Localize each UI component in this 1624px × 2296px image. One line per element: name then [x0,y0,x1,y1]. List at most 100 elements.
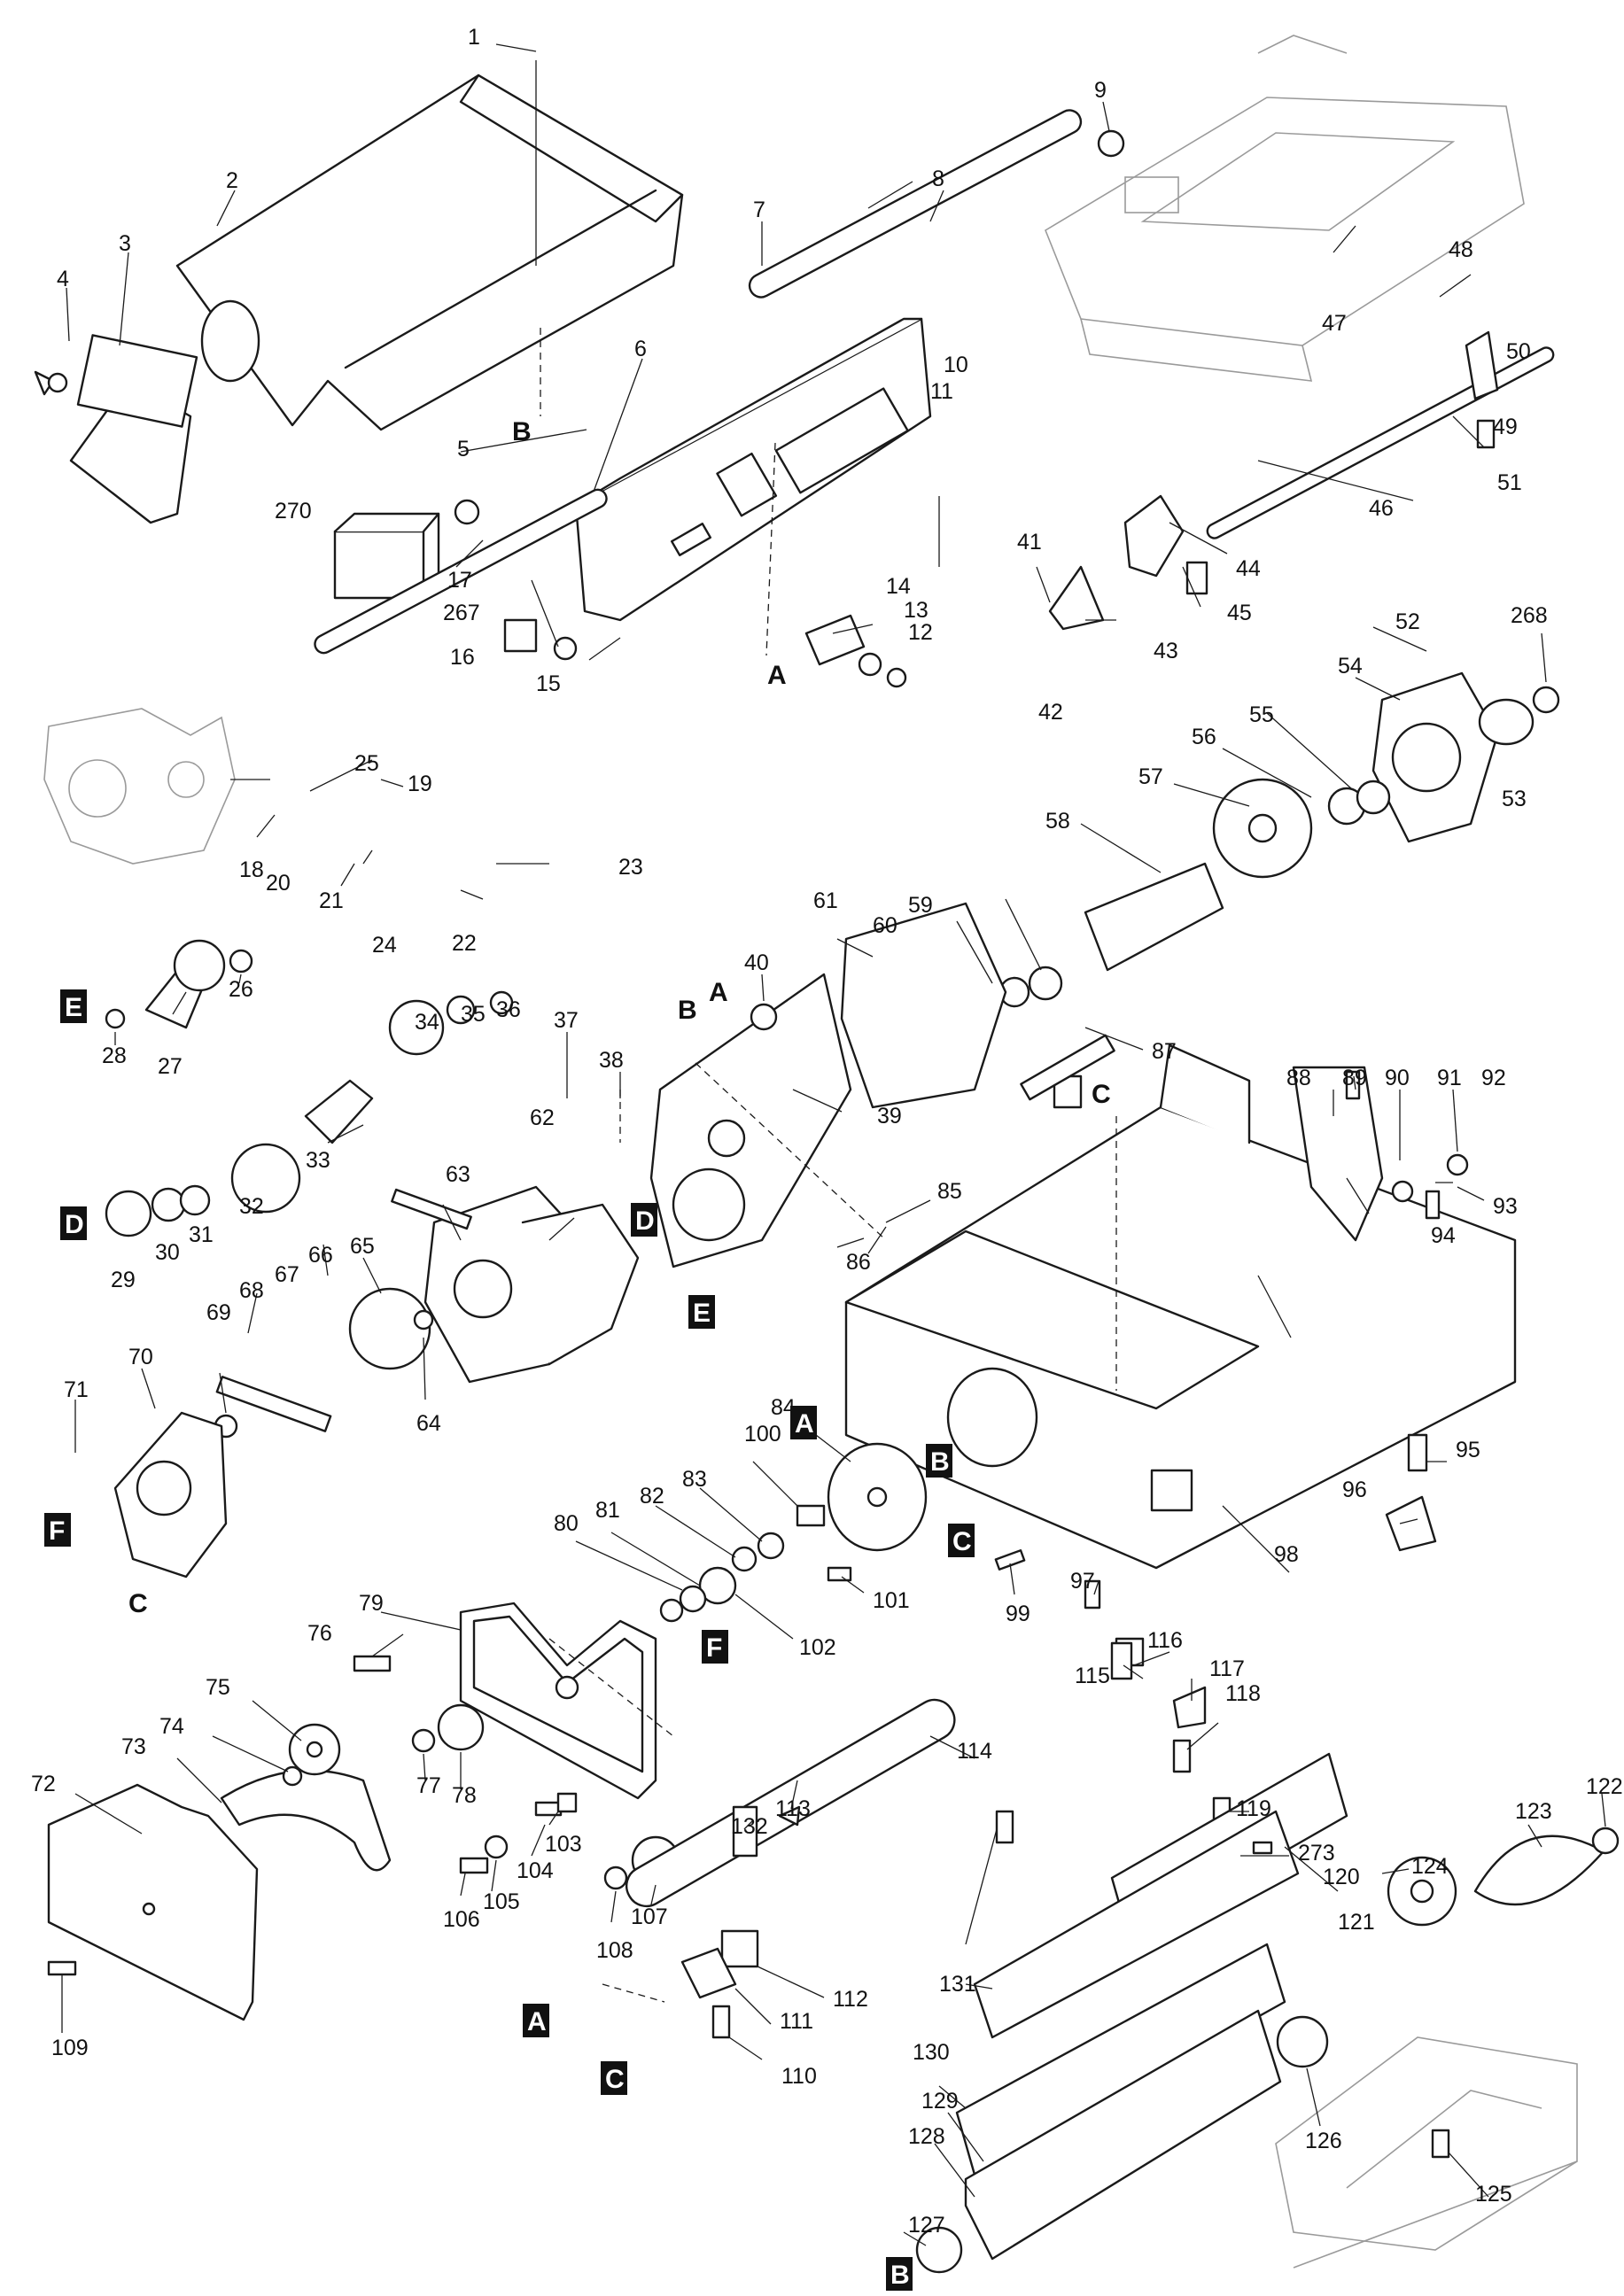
ghost-base-bottom-right [1275,2036,1578,2269]
part-number-label: 96 [1342,1478,1367,1502]
part-number-label: 13 [904,598,929,623]
part-number-label: 1 [468,25,480,50]
part-number-label: 94 [1431,1223,1456,1248]
part-number-label: 79 [359,1591,384,1616]
part-number-label: 72 [31,1772,56,1796]
section-tag-box [60,1206,87,1240]
flange-and-bearings [659,1442,928,1623]
section-tag: B [678,996,697,1025]
part-number-label: 65 [350,1234,375,1259]
part-number-label: 73 [121,1734,146,1759]
part-number-label: 3 [119,231,131,256]
part-number-label: 129 [921,2089,959,2114]
part-number-label: 52 [1395,609,1420,634]
part-number-label: 38 [599,1048,624,1073]
part-number-label: 66 [308,1243,333,1268]
part-number-label: 122 [1586,1774,1623,1799]
part-number-label: 42 [1038,700,1063,725]
part-number-label: 92 [1481,1066,1506,1090]
belt-cover [47,1783,259,2021]
part-number-label: 98 [1274,1542,1299,1567]
section-tag: E [65,993,82,1022]
part-number-label: 88 [1286,1066,1311,1090]
part-number-label: 29 [111,1268,136,1292]
part-number-labels: 1 2 3 4 5 6 7 8 9 10 11 12 13 14 15 16 1… [31,25,1623,2238]
part-number-label: 267 [443,601,480,625]
section-tag: A [767,661,787,690]
part-number-label: 110 [781,2064,817,2089]
pulley-and-belt [1387,1827,1620,2159]
part-number-label: 124 [1411,1854,1449,1879]
section-tag: B [890,2261,910,2290]
part-number-label: 60 [873,913,897,938]
part-number-label: 86 [846,1250,871,1275]
part-number-label: 107 [631,1904,668,1929]
part-number-label: 74 [159,1714,184,1739]
part-number-label: 2 [226,168,238,193]
section-tag-box [688,1295,715,1329]
part-number-label: 123 [1515,1799,1552,1824]
part-number-label: 268 [1511,603,1548,628]
feed-roller-lower-bracket [680,1805,801,2039]
part-number-label: 43 [1154,639,1178,663]
part-number-label: 121 [1338,1910,1375,1935]
part-number-label: 120 [1323,1865,1360,1889]
section-tag-box [702,1630,728,1664]
section-tag-box [44,1513,71,1547]
part-number-label: 113 [775,1796,811,1821]
part-number-label: 128 [908,2124,945,2149]
gear-plate [459,1602,657,1800]
part-number-label: 10 [944,353,968,377]
section-tag: F [706,1633,722,1663]
part-number-label: 70 [128,1345,153,1369]
part-number-label: 273 [1298,1841,1335,1866]
part-number-label: 108 [596,1938,633,1963]
section-tag: A [709,978,728,1007]
left-gear-train [105,939,514,1439]
part-number-label: 103 [545,1832,582,1857]
part-number-label: 19 [408,772,432,796]
part-number-label: 102 [799,1635,836,1660]
cutter-cover [574,317,932,622]
part-number-label: 61 [813,888,838,913]
part-number-label: 20 [266,871,291,896]
dust-hood [175,74,684,431]
part-number-label: 83 [682,1467,707,1492]
part-number-label: 76 [307,1621,332,1646]
part-number-label: 48 [1449,237,1473,262]
chute-assembly [34,334,198,524]
part-number-label: 85 [937,1179,962,1204]
switch-parts [503,614,907,688]
part-number-label: 34 [415,1010,439,1035]
part-number-label: 111 [780,2009,813,2034]
part-number-label: 54 [1338,654,1363,679]
part-number-label: 39 [877,1104,902,1129]
base-small-parts [994,1066,1469,1610]
part-number-label: 45 [1227,601,1252,625]
part-number-label: 6 [634,337,647,361]
part-number-label: 17 [447,568,472,593]
part-number-label: 22 [452,931,477,956]
part-number-label: 24 [372,933,397,958]
part-number-label: 49 [1493,415,1518,439]
part-number-label: 67 [275,1262,299,1287]
part-number-label: 93 [1493,1194,1518,1219]
part-number-label: 114 [957,1739,992,1764]
leader-lines [61,43,1606,2246]
part-number-label: 4 [57,267,69,291]
section-tag: C [605,2065,625,2094]
part-number-label: 26 [229,977,253,1002]
part-number-label: 8 [932,167,944,191]
part-number-label: 9 [1094,78,1107,103]
section-tag-box [523,2004,549,2037]
part-number-label: 89 [1342,1066,1367,1090]
part-number-label: 31 [189,1222,214,1247]
part-number-label: 109 [51,2036,89,2060]
part-number-label: 62 [530,1105,555,1130]
part-number-label: 64 [416,1411,441,1436]
section-tag-box [631,1203,657,1237]
part-number-label: 117 [1209,1656,1245,1681]
part-number-label: 119 [1236,1796,1271,1821]
part-number-label: 35 [461,1002,486,1027]
